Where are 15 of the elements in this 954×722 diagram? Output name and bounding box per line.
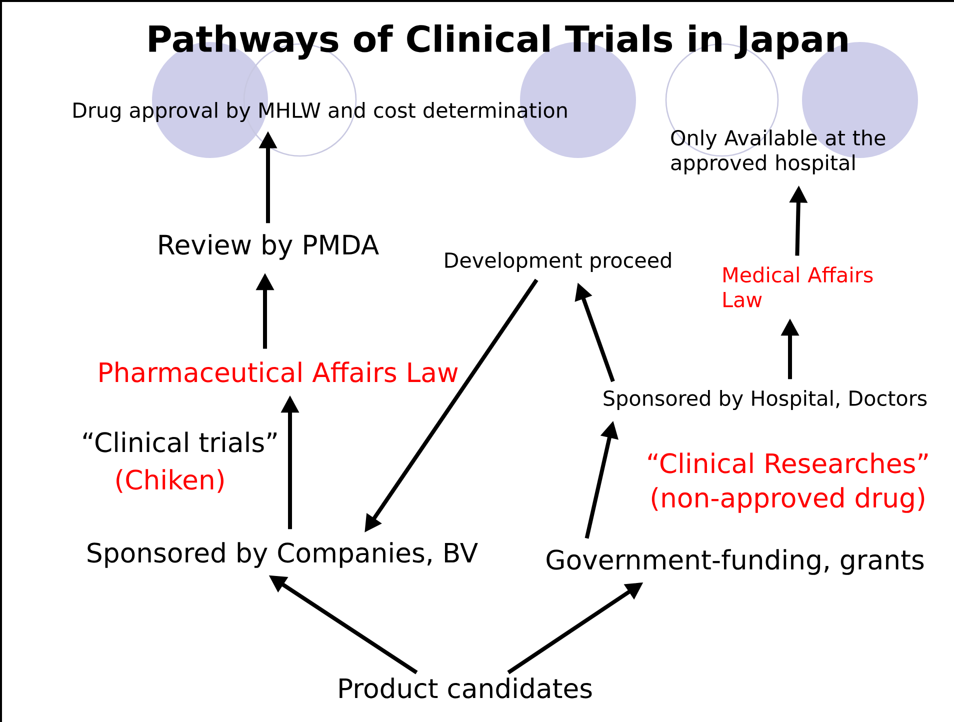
note-label: (non-approved drug)	[652, 487, 924, 513]
note-label: “Clinical Researches”	[648, 452, 928, 474]
text-label: Product candidates	[340, 678, 592, 698]
text-label: Medical Affairs Law	[724, 266, 873, 308]
title: Pathways of Clinical Trials in Japan	[149, 24, 848, 60]
text-label: Sponsored by Hospital, Doctors	[604, 390, 927, 410]
text-label: Sponsored by Companies, BV	[88, 542, 478, 568]
note-label: “Clinical trials”	[83, 432, 277, 452]
note-label: (Chiken)	[116, 469, 224, 493]
text-label: Development proceed	[445, 252, 671, 272]
text-label: Review by PMDA	[160, 234, 379, 260]
text-label: Only Available at the approved hospital	[671, 130, 886, 174]
text-label: Drug approval by MHLW and cost determination	[74, 102, 567, 122]
text-label: Pharmaceutical Affairs Law	[100, 362, 458, 382]
text-label: Government-funding, grants	[546, 549, 924, 575]
